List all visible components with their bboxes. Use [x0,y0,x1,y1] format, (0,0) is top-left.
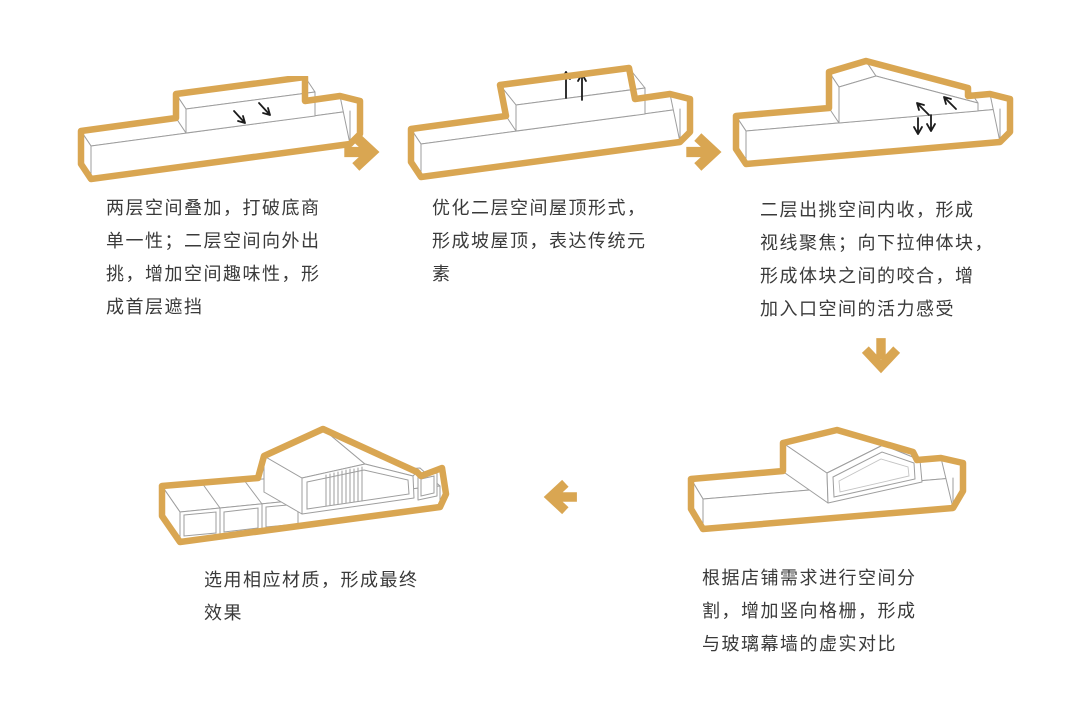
step1-caption: 两层空间叠加，打破底商 单一性；二层空间向外出 挑，增加空间趣味性，形 成首层遮… [106,198,321,318]
glass-frame-inset [832,451,916,498]
step3-caption: 二层出挑空间内收，形成 视线聚焦；向下拉伸体块， 形成体块之间的咬合，增 加入口… [760,200,994,320]
storefront-frame [183,511,217,537]
step4-caption: 根据店铺需求进行空间分 割，增加竖向格栅，形成 与玻璃幕墙的虚实对比 [702,568,917,655]
storefront-frame [420,475,435,497]
vertical-louvers [325,466,363,507]
step4-massing-svg [687,426,967,533]
arrow-right-icon [686,133,722,171]
step1-massing-svg [77,76,364,183]
step2-massing-svg [407,64,694,181]
step5-caption: 选用相应材质，形成最终 效果 [204,570,419,624]
arrow-left-icon [543,479,577,515]
step2-caption: 优化二层空间屋顶形式， 形成坡屋顶，表达传统元 素 [432,198,647,285]
arrow-down-icon [861,338,901,374]
arrow-right-icon [344,133,380,171]
inward-and-down-arrows-icon [913,96,957,135]
step5-massing-svg [158,425,450,546]
storefront-frame [223,507,259,533]
down-press-arrows-icon [233,102,271,124]
step3-massing-svg [732,57,1014,168]
